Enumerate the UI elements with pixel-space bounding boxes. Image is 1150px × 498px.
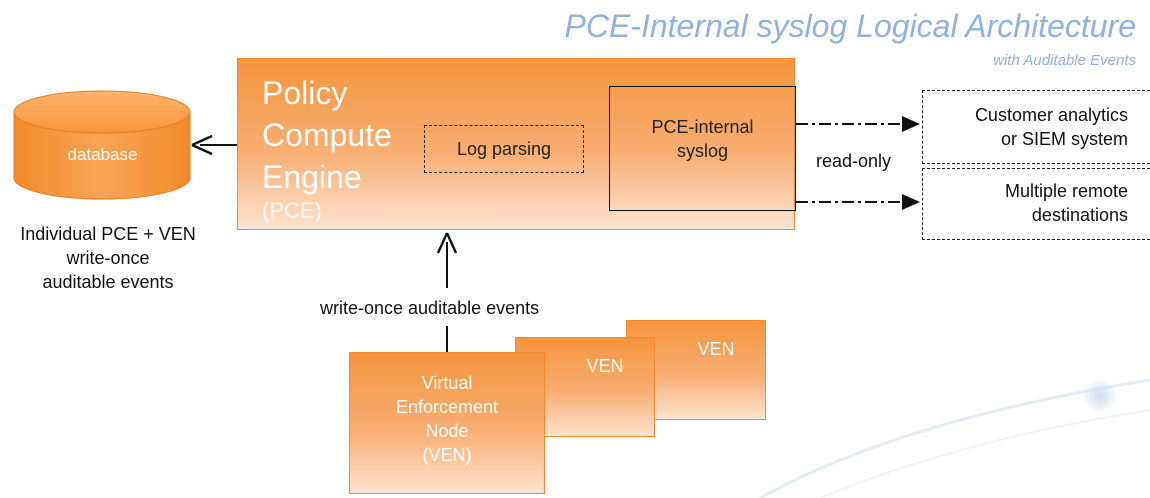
diagram-title: PCE-Internal syslog Logical Architecture xyxy=(564,8,1136,44)
pce-label-line: Engine xyxy=(262,159,362,195)
ven-label: VEN xyxy=(586,356,624,376)
customer-label-line: Customer analytics xyxy=(974,105,1128,125)
database-caption-line: auditable events xyxy=(42,272,174,292)
database-caption-line: write-once xyxy=(66,248,150,268)
syslog-label-line: syslog xyxy=(676,140,728,161)
pce-label-line: Compute xyxy=(262,117,392,153)
ven-front-line: Virtual xyxy=(421,373,473,393)
syslog-label-line: PCE-internal xyxy=(651,116,754,137)
ven-front-line: Enforcement xyxy=(395,397,499,417)
pce-internal-syslog-box: PCE-internal syslog xyxy=(609,86,796,211)
diagram-subtitle: with Auditable Events xyxy=(993,52,1136,69)
database-caption-line: Individual PCE + VEN xyxy=(20,224,196,244)
write-once-label: write-once auditable events xyxy=(320,298,540,318)
database-cylinder xyxy=(13,90,191,200)
arrow-syslog-to-destinations xyxy=(796,194,920,210)
customer-analytics-box: Customer analytics or SIEM system xyxy=(922,90,1150,164)
ven-front-line: Node xyxy=(425,421,469,441)
arrow-ven-to-pce xyxy=(436,232,458,353)
remote-destinations-box: Multiple remote destinations xyxy=(922,168,1150,240)
ven-front-line: (VEN) xyxy=(422,445,472,465)
background-arc xyxy=(759,378,1150,498)
log-parsing-box: Log parsing xyxy=(424,125,584,173)
arrow-pce-to-database xyxy=(191,134,237,156)
database-label: database xyxy=(67,145,138,164)
ven-label: VEN xyxy=(697,339,735,359)
destinations-label-line: Multiple remote xyxy=(1004,181,1128,201)
arrow-syslog-to-customer xyxy=(796,116,920,132)
pce-label-line: Policy xyxy=(262,75,348,111)
customer-label-line: or SIEM system xyxy=(1000,129,1128,149)
pce-label: Policy Compute Engine (PCE) xyxy=(262,72,392,224)
destinations-label-line: destinations xyxy=(1031,205,1128,225)
ven-box-front: Virtual Enforcement Node (VEN) xyxy=(349,352,545,494)
pce-abbreviation: (PCE) xyxy=(262,198,322,223)
database-caption: Individual PCE + VEN write-once auditabl… xyxy=(0,222,216,294)
read-only-label: read-only xyxy=(816,151,892,171)
